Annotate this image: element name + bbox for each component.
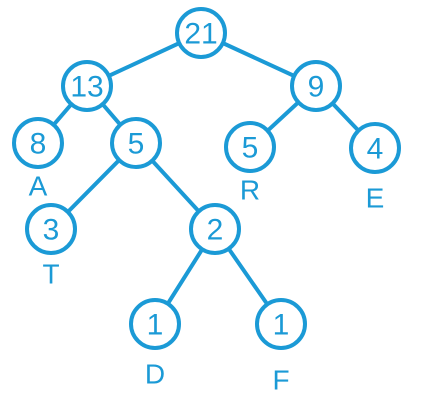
leaf-label-T: T (42, 259, 59, 290)
tree-node-n9: 9 (290, 60, 342, 112)
tree-node-root: 21 (175, 7, 227, 59)
node-value: 1 (147, 309, 164, 342)
node-circle (12, 117, 64, 169)
tree-node-n13: 13 (61, 60, 113, 112)
leaf-label-E: E (366, 183, 385, 214)
node-value: 5 (242, 132, 259, 165)
leaf-label-R: R (240, 175, 260, 206)
tree-node-n4: 4 (349, 122, 401, 174)
node-value: 2 (207, 214, 224, 247)
node-value: 4 (367, 133, 384, 166)
node-value: 21 (184, 18, 217, 51)
node-circle (25, 203, 77, 255)
node-circle (129, 298, 181, 350)
node-value: 13 (70, 71, 103, 104)
node-circle (290, 60, 342, 112)
tree-node-n5a: 5 (110, 117, 162, 169)
node-value: 5 (128, 128, 145, 161)
node-circle (110, 117, 162, 169)
node-circle (224, 121, 276, 173)
node-circle (255, 298, 307, 350)
tree-node-n3: 3 (25, 203, 77, 255)
tree-node-n1f: 1 (255, 298, 307, 350)
node-circle (189, 203, 241, 255)
node-circle (349, 122, 401, 174)
node-value: 3 (43, 214, 60, 247)
leaf-labels: A R E T D F (29, 171, 385, 396)
tree-node-n5r: 5 (224, 121, 276, 173)
node-value: 8 (30, 128, 47, 161)
tree-node-n8: 8 (12, 117, 64, 169)
node-value: 1 (273, 309, 290, 342)
leaf-label-F: F (272, 365, 289, 396)
tree-node-n2: 2 (189, 203, 241, 255)
node-circle (61, 60, 113, 112)
leaf-label-D: D (145, 359, 165, 390)
node-circle (175, 7, 227, 59)
leaf-label-A: A (29, 171, 48, 202)
node-value: 9 (308, 71, 325, 104)
tree-node-n1d: 1 (129, 298, 181, 350)
